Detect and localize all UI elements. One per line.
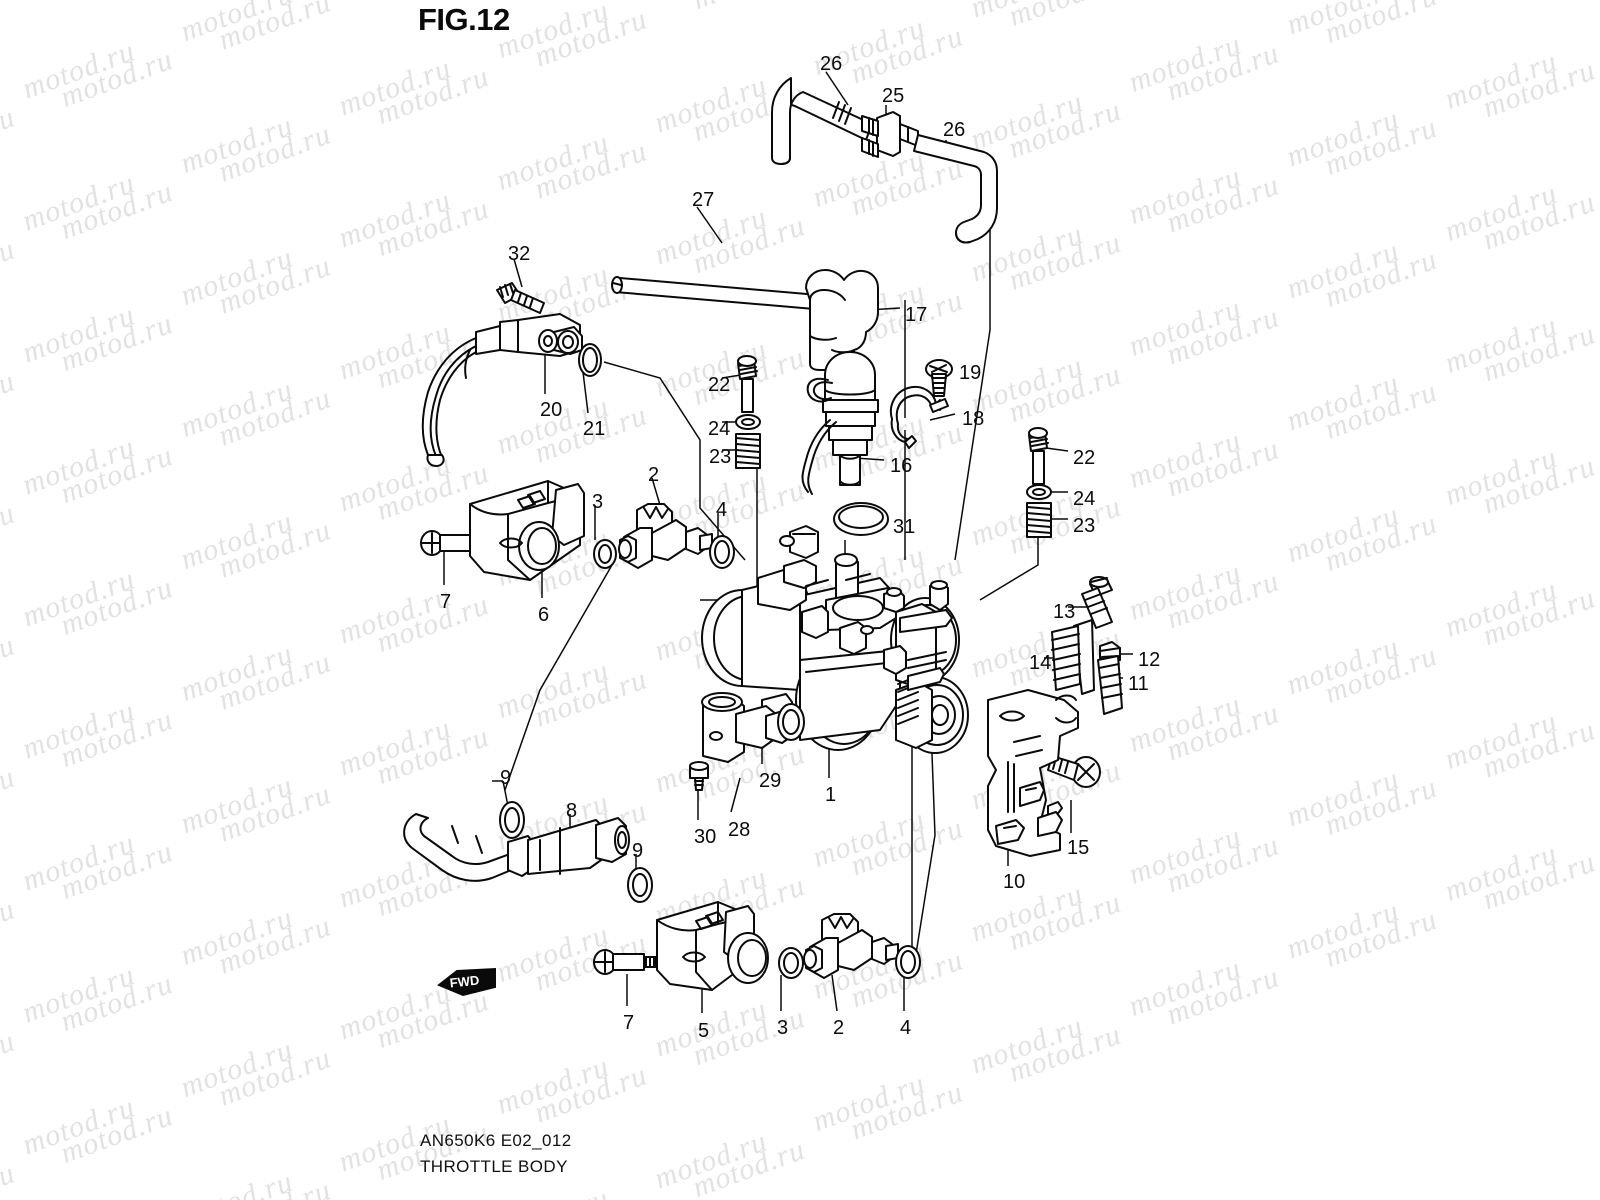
callout-isc-valve-o-ring: 31: [893, 516, 916, 538]
callout-throttle-body: 1: [825, 784, 837, 806]
callout-injector-seal-upper: 3: [592, 491, 604, 513]
callout-sensor-screw: 32: [508, 243, 531, 265]
callout-idle-screw-spring-right: 23: [1073, 515, 1096, 537]
figure-title: FIG.12: [418, 2, 510, 37]
fuel-injector-lower: [803, 913, 899, 979]
adjust-spring: [1051, 625, 1081, 691]
cable-bracket: [987, 689, 1079, 857]
callout-hose-o-ring-right: 9: [632, 840, 644, 862]
sensor-o-ring: [578, 343, 602, 377]
throttle-body: [701, 525, 969, 754]
injector-screw-lower: [593, 949, 657, 975]
fwd-direction-marker: FWD: [437, 967, 496, 997]
callout-idle-adjust-screw-right: 22: [1073, 447, 1096, 469]
callout-injector-seal-lower: 3: [777, 1017, 789, 1039]
callout-injector-screw-lower: 7: [623, 1012, 635, 1034]
sensor-screw: [496, 282, 545, 314]
callout-cable-bracket: 10: [1003, 871, 1026, 893]
idle-adjust-screw-left: [737, 355, 758, 413]
callout-vacuum-hose-long: 27: [692, 189, 715, 211]
vacuum-hose-long: [611, 276, 831, 311]
callout-injector-o-ring-upper: 4: [716, 499, 728, 521]
callout-idle-adjust-screw-left: 22: [708, 374, 731, 396]
callout-air-joint-pipe: 28: [728, 819, 751, 841]
callout-vacuum-hose-left: 26: [820, 53, 843, 75]
callout-isc-valve: 16: [890, 455, 913, 477]
callout-adjust-spring: 14: [1029, 652, 1052, 674]
vacuum-hose-left: [771, 77, 873, 165]
callout-idle-screw-spring-left: 23: [709, 446, 732, 468]
callout-fuel-injector-upper: 2: [648, 464, 660, 486]
callout-injector-o-ring-lower: 4: [900, 1017, 912, 1039]
fuel-hose: [403, 813, 630, 882]
callout-adjust-nut: 12: [1138, 649, 1161, 671]
footer-name: THROTTLE BODY: [420, 1157, 568, 1176]
clamp-screw: [925, 359, 953, 397]
callout-clamp-screw: 19: [959, 362, 982, 384]
callout-hose-o-ring-left: 9: [500, 767, 512, 789]
callout-adjust-screw: 13: [1053, 601, 1076, 623]
injector-seal-lower: [778, 947, 804, 979]
idle-screw-washer-right: [1026, 484, 1052, 500]
injector-seal-upper: [593, 539, 617, 569]
isc-valve-o-ring: [833, 502, 889, 536]
callout-fuel-delivery-pipe-upper: 6: [538, 604, 550, 626]
callout-idle-screw-washer-left: 24: [708, 418, 731, 440]
idle-screw-spring-right: [1026, 502, 1052, 538]
svg-text:FWD: FWD: [449, 973, 480, 991]
figure-footer: AN650K6 E02_012 THROTTLE BODY: [420, 1128, 572, 1180]
fuel-delivery-pipe-upper: [469, 480, 585, 581]
callout-vacuum-hose-right: 26: [943, 119, 966, 141]
callout-isc-valve-cover: 17: [905, 304, 928, 326]
callout-throttle-position-sensor: 20: [540, 399, 563, 421]
hose-o-ring-left: [499, 801, 525, 839]
hose-t-joint: [861, 111, 919, 158]
footer-code: AN650K6 E02_012: [420, 1131, 572, 1150]
isc-valve-clamp: [889, 386, 949, 449]
air-joint-o-ring: [777, 703, 805, 741]
callout-bracket-screw: 15: [1067, 837, 1090, 859]
idle-screw-washer-left: [735, 414, 761, 430]
callout-idle-screw-washer-right: 24: [1073, 488, 1096, 510]
callout-hose-t-joint: 25: [882, 85, 905, 107]
hose-o-ring-right: [627, 867, 653, 903]
callout-air-joint-o-ring: 29: [759, 770, 782, 792]
injector-o-ring-lower: [895, 945, 921, 979]
adjust-stud: [1097, 655, 1123, 715]
callout-air-joint-bolt: 30: [694, 826, 717, 848]
callout-isc-valve-clamp: 18: [962, 408, 985, 430]
callout-fuel-injector-lower: 2: [833, 1017, 845, 1039]
callout-fuel-hose: 8: [566, 800, 578, 822]
bracket-screw: [1047, 755, 1101, 788]
injector-o-ring-upper: [709, 535, 735, 569]
callout-adjust-stud: 11: [1128, 673, 1149, 695]
idle-screw-spring-left: [735, 433, 761, 469]
callout-injector-screw-upper: 7: [440, 591, 452, 613]
fuel-injector-upper: [618, 503, 713, 569]
fuel-delivery-pipe-lower: [656, 901, 769, 991]
vacuum-hose-right: [913, 134, 998, 244]
callout-fuel-delivery-pipe-lower: 5: [698, 1020, 710, 1042]
throttle-position-sensor: [421, 313, 583, 467]
callout-sensor-o-ring: 21: [583, 418, 606, 440]
isc-valve: [801, 351, 879, 495]
idle-adjust-screw-right: [1028, 427, 1049, 485]
air-joint-bolt: [689, 761, 709, 791]
